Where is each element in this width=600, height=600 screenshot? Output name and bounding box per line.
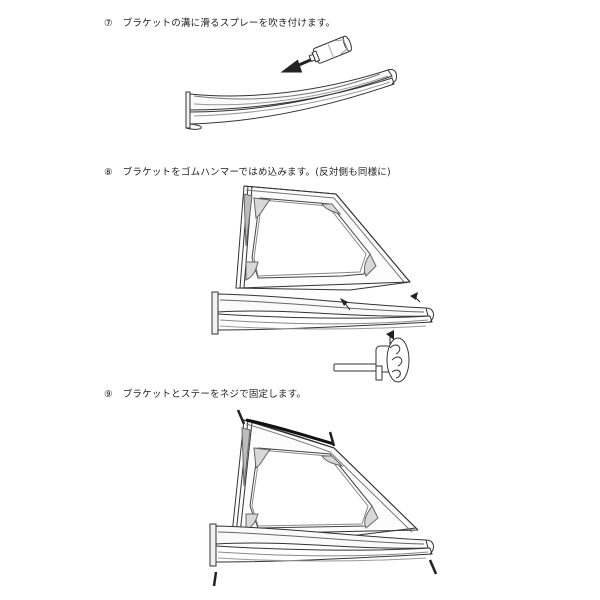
- step-9-illustration: [209, 409, 438, 587]
- bracket-illustration-9: [209, 523, 434, 567]
- step-9-text: ブラケットとステーをネジで固定します。: [122, 389, 307, 400]
- canopy-frame-9: [231, 418, 419, 537]
- step-8-text: ブラケットをゴムハンマーではめ込みます。(反対側も同様に): [122, 167, 391, 178]
- screw-icon: [212, 409, 438, 587]
- rubber-hammer-icon: [333, 337, 410, 383]
- bracket-illustration-8: [211, 291, 434, 335]
- step-7-instruction: ⑦ ブラケットの溝に滑るスプレーを吹き付けます。: [104, 15, 335, 29]
- step-7-number: ⑦: [104, 18, 113, 29]
- step-7-illustration: [185, 35, 397, 130]
- step-8-instruction: ⑧ ブラケットをゴムハンマーではめ込みます。(反対側も同様に): [104, 164, 391, 178]
- step-7-text: ブラケットの溝に滑るスプレーを吹き付けます。: [122, 18, 336, 29]
- step-9-number: ⑨: [104, 389, 113, 400]
- canopy-frame-8: [235, 185, 411, 291]
- step-8-illustration: [211, 185, 434, 383]
- spray-can-icon: [308, 35, 352, 64]
- step-8-number: ⑧: [104, 167, 113, 178]
- bracket-illustration-7: [185, 69, 397, 130]
- step-9-instruction: ⑨ ブラケットとステーをネジで固定します。: [104, 386, 306, 400]
